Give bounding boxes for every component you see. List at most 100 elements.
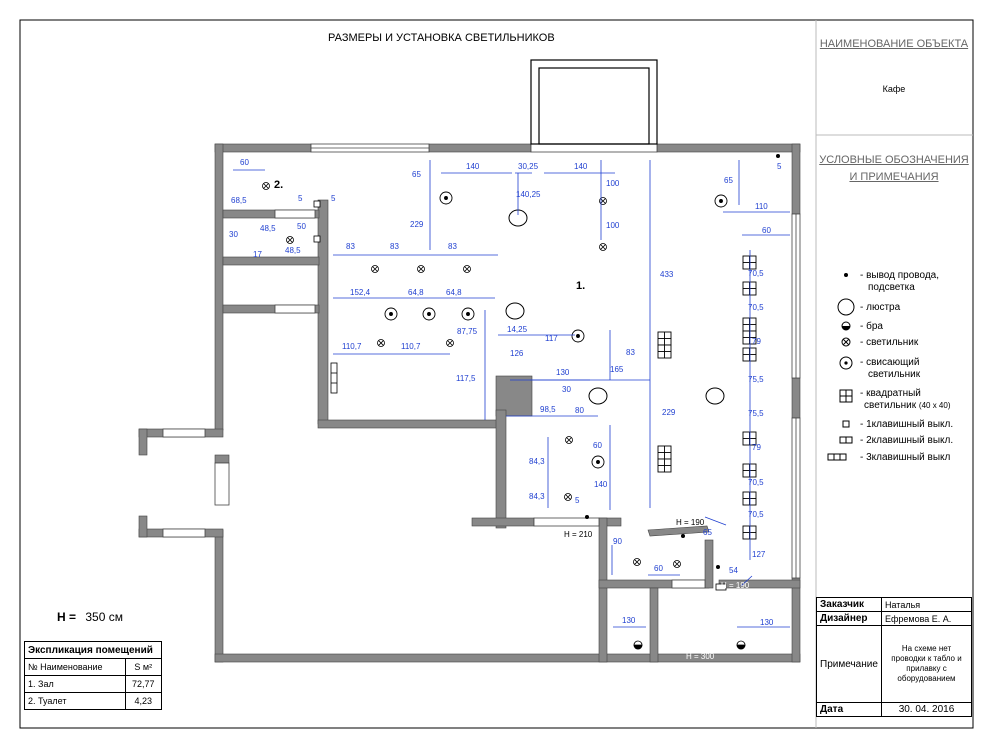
dimension-label: 229 xyxy=(410,220,424,229)
title-block: Заказчик Наталья Дизайнер Ефремова Е. А.… xyxy=(816,597,972,717)
dimension-label: 65 xyxy=(412,170,421,179)
dimension-label: 64,8 xyxy=(446,288,462,297)
legend-heading-2: И ПРИМЕЧАНИЯ xyxy=(849,171,939,183)
dimension-label: 30,25 xyxy=(518,162,539,171)
dimension-label: 48,5 xyxy=(260,224,276,233)
square-lamp-icon xyxy=(657,331,672,359)
lamp-icon xyxy=(446,339,454,347)
lamp-icon xyxy=(841,337,851,347)
dot-icon xyxy=(844,273,848,277)
dimension-label: 70,5 xyxy=(748,303,764,312)
lamp-icon xyxy=(673,560,681,568)
dimension-label: 54 xyxy=(729,566,738,575)
dimension-label: 110,7 xyxy=(401,342,421,351)
dimension-label: 140 xyxy=(594,480,608,489)
dimension-label: 83 xyxy=(346,242,355,251)
dimension-label: 30 xyxy=(562,385,571,394)
pendant-lamp-icon xyxy=(839,356,853,370)
stamp-row-date: Дата 30. 04. 2016 xyxy=(816,702,972,717)
height-mark: H = 190 xyxy=(676,518,705,527)
pendant-lamp-icon xyxy=(714,194,728,208)
dimension-label: 110,7 xyxy=(342,342,362,351)
dimension-label: 84,3 xyxy=(529,457,545,466)
bay-window xyxy=(530,59,658,145)
object-heading: НАИМЕНОВАНИЕ ОБЪЕКТА xyxy=(819,38,969,50)
height-label: Н = xyxy=(57,610,77,624)
switch-1-icon xyxy=(842,420,850,428)
square-lamp-icon xyxy=(742,431,757,446)
note-label: Примечание xyxy=(816,625,882,703)
legend-item-chandelier: - люстра xyxy=(860,302,901,313)
square-lamp-icon xyxy=(742,317,757,345)
row-area: 72,77 xyxy=(124,675,163,693)
legend-item-lamp: - светильник xyxy=(860,337,919,348)
dimension-label: 83 xyxy=(626,348,635,357)
dimension-label: 84,3 xyxy=(529,492,545,501)
legend-label: - свисающий xyxy=(860,357,920,368)
square-lamp-icon xyxy=(742,463,757,478)
dimension-label: 100 xyxy=(606,221,620,230)
legend-label-2: подсветка xyxy=(868,282,915,293)
height-mark: H = 300 xyxy=(686,652,715,661)
room-label-hall: 1. xyxy=(576,280,586,292)
square-lamp-icon xyxy=(657,445,672,473)
dimension-label: 5 xyxy=(777,162,782,171)
object-name: Кафе xyxy=(882,84,906,94)
height-mark: H = 210 xyxy=(564,530,593,539)
dimension-label: 110 xyxy=(755,202,768,211)
date-value: 30. 04. 2016 xyxy=(881,702,972,717)
dimension-label: 65 xyxy=(724,176,733,185)
dimension-label: 60 xyxy=(654,564,663,573)
dimension-label: 140 xyxy=(466,162,480,171)
legend-item-switch-3: - 3клавишный выкл xyxy=(860,452,951,463)
switch-2-icon xyxy=(839,436,853,444)
legend-icons xyxy=(827,273,855,461)
explication-col-name: № Наименование xyxy=(24,658,126,676)
lamp-icon xyxy=(262,182,270,190)
dimension-label: 80 xyxy=(575,406,584,415)
switch-3-icon xyxy=(827,453,847,461)
table-row: 2. Туалет 4,23 xyxy=(24,692,163,710)
pendant-lamp-icon xyxy=(439,191,453,205)
designer-value: Ефремова Е. А. xyxy=(881,611,972,626)
dimension-label: 127 xyxy=(752,550,766,559)
dimension-label: 48,5 xyxy=(285,246,301,255)
explication-header-row: № Наименование S м² xyxy=(24,658,163,676)
dimension-label: 130 xyxy=(760,618,774,627)
pendant-lamp-icon xyxy=(571,329,585,343)
dimension-label: 70,5 xyxy=(748,269,764,278)
legend-note: (40 x 40) xyxy=(918,401,951,410)
dimension-label: 98,5 xyxy=(540,405,556,414)
dimension-label: 126 xyxy=(510,349,524,358)
lamp-icon xyxy=(417,265,425,273)
stamp-row-customer: Заказчик Наталья xyxy=(816,597,972,612)
legend-item-sconce: - бра xyxy=(860,321,883,332)
ceiling-height-note: Н = 350 см xyxy=(57,610,123,624)
dimension-label: 79 xyxy=(752,337,761,346)
dimension-label: 14,25 xyxy=(507,325,528,334)
dimension-label: 140,25 xyxy=(516,190,541,199)
dimension-label: 64,8 xyxy=(408,288,424,297)
square-lamp-icon xyxy=(742,255,757,270)
dimension-label: 433 xyxy=(660,270,674,279)
explication-title: Экспликация помещений xyxy=(24,641,162,659)
height-value: 350 см xyxy=(85,610,123,624)
dimension-label: 70,5 xyxy=(748,478,764,487)
legend-item-switch-1: - 1клавишный выкл. xyxy=(860,419,954,430)
room-label-toilet: 2. xyxy=(274,179,284,191)
dimension-label: 60 xyxy=(240,158,249,167)
lamp-icon xyxy=(286,236,294,244)
explication-table: Экспликация помещений № Наименование S м… xyxy=(24,641,163,710)
square-lamp-icon xyxy=(742,525,757,540)
row-area: 4,23 xyxy=(124,692,163,710)
stamp-row-note: Примечание На схеме нет проводки к табло… xyxy=(816,625,972,703)
square-lamp-icon xyxy=(742,347,757,362)
dimension-label: 75,5 xyxy=(748,409,764,418)
lamp-icon xyxy=(599,243,607,251)
drawing-title: РАЗМЕРЫ И УСТАНОВКА СВЕТИЛЬНИКОВ xyxy=(328,32,555,44)
legend-label-2: светильник xyxy=(868,369,921,380)
dimension-label: 70,5 xyxy=(748,510,764,519)
dimension-label: 60 xyxy=(762,226,771,235)
square-lamp-icon xyxy=(742,491,757,506)
